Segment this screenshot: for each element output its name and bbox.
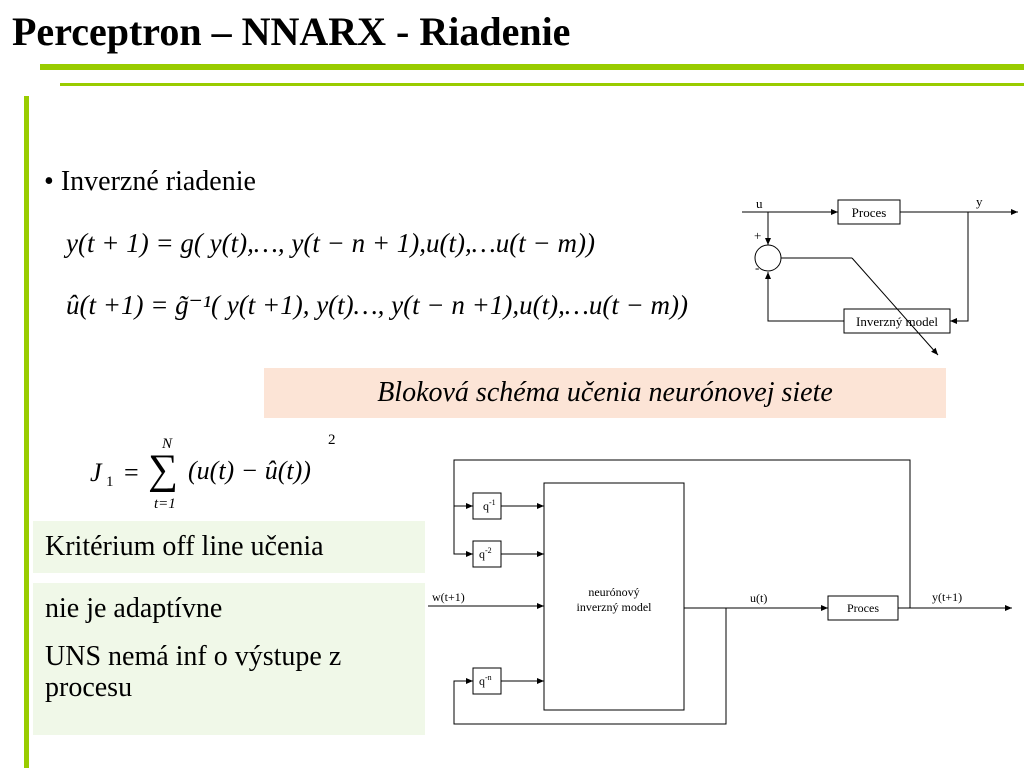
bottom-model-box: [543, 482, 685, 711]
top-model-out-line: [765, 272, 844, 322]
note-box-2: nie je adaptívne UNS nemá inf o výstupe …: [33, 583, 425, 735]
bullet-text: Inverzné riadenie: [60, 166, 256, 197]
bottom-model-label-2: inverzný model: [577, 600, 653, 614]
bottom-model-label-1: neurónový: [588, 585, 639, 599]
top-output-label: y: [976, 194, 983, 209]
left-accent-bar: [24, 96, 29, 768]
bottom-control-label: u(t): [750, 591, 767, 605]
top-process-box: [837, 199, 901, 225]
bullet-item: • Inverzné riadenie: [44, 166, 256, 198]
bottom-output-label: y(t+1): [932, 590, 962, 604]
equation-criterion: J 1 = N ∑ t=1 (u(t) − û(t)) 2: [90, 432, 350, 522]
note-box-1: Kritérium off line učenia: [33, 521, 425, 573]
top-learning-arrow: [851, 257, 939, 356]
control-feedback-line: [453, 608, 727, 725]
top-plus-sign: +: [754, 228, 761, 243]
criterion-body: (u(t) − û(t)): [188, 456, 311, 485]
output-feedback-line: [453, 459, 911, 608]
note-criterion: Kritérium off line učenia: [45, 531, 324, 562]
top-feedback-line: [950, 212, 969, 324]
bottom-process-label: Proces: [847, 601, 879, 615]
diagram-caption: Bloková schéma učenia neurónovej siete: [264, 368, 946, 418]
top-process-label: Proces: [852, 205, 887, 220]
top-model-box: [843, 308, 951, 334]
equation-inverse-model: û(t +1) = g̃⁻¹( y(t +1), y(t)…, y(t − n …: [66, 290, 689, 320]
delay-1-label: q-1: [483, 498, 496, 513]
delay-2-label: q-2: [479, 546, 492, 561]
note-not-adaptive: nie je adaptívne: [45, 593, 223, 624]
note-no-output-info: UNS nemá inf o výstupe z procesu: [45, 641, 342, 703]
top-input-label: u: [756, 196, 763, 211]
top-minus-sign: -: [755, 260, 759, 275]
title-underline-thin: [60, 83, 1024, 86]
delay-chain-line: [453, 506, 473, 557]
criterion-sum-upper: N: [162, 436, 173, 452]
criterion-power: 2: [328, 432, 336, 448]
criterion-equals: =: [124, 458, 139, 487]
equation-system-model: y(t + 1) = g( y(t),…, y(t − n + 1),u(t),…: [66, 228, 595, 258]
criterion-sum-lower: t=1: [154, 496, 176, 512]
criterion-sum-symbol: ∑: [148, 447, 178, 493]
criterion-lhs-sub: 1: [106, 474, 114, 490]
slide-title: Perceptron – NNARX - Riadenie: [12, 9, 571, 54]
bullet-marker: •: [44, 166, 54, 197]
criterion-lhs: J: [90, 458, 102, 487]
bottom-input-label: w(t+1): [432, 590, 465, 604]
title-underline-thick: [40, 64, 1024, 70]
top-model-label: Inverzný model: [856, 314, 938, 329]
delay-n-label: q-n: [479, 673, 492, 688]
